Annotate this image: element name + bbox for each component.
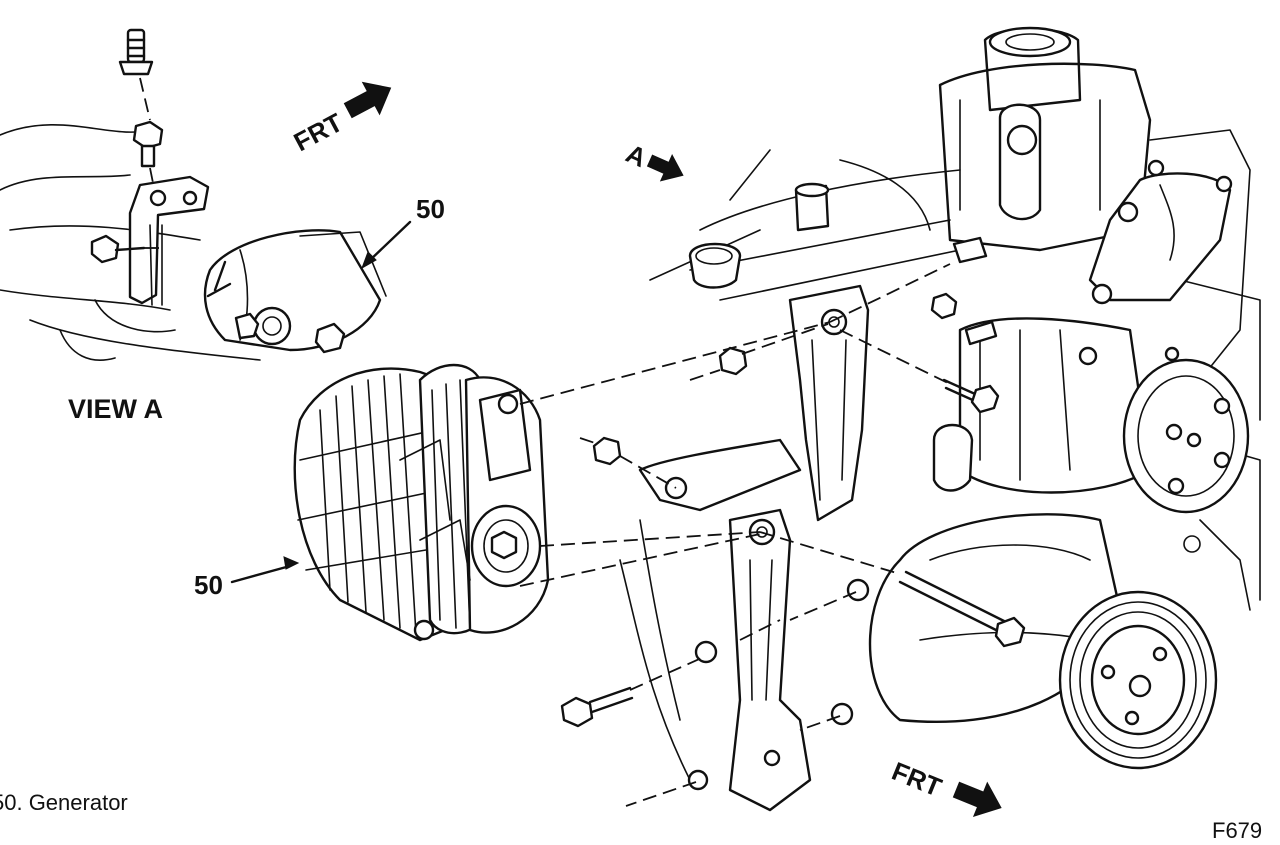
view-a-reference-label: A (622, 138, 652, 173)
rear-brace (619, 508, 870, 812)
view-a-title: VIEW A (68, 394, 163, 424)
front-arrow-lower-label: FRT (888, 756, 946, 803)
generator-callout: 50 (194, 556, 300, 600)
long-bolt-icon (898, 570, 1026, 648)
upper-nut-icon (718, 346, 748, 376)
ac-compressor (932, 317, 1250, 514)
legend-generator: 50. Generator (0, 790, 128, 815)
generator-callout-label: 50 (194, 570, 223, 600)
view-a-generator (203, 229, 387, 354)
view-a-callout: 50 (361, 194, 445, 270)
view-a-callout-label: 50 (416, 194, 445, 224)
lower-bolt-icon (560, 686, 634, 728)
view-a-bracket (128, 175, 210, 306)
fasteners (519, 236, 1026, 807)
front-mounting-bracket (638, 284, 870, 522)
figure-id: F679 (1212, 818, 1262, 840)
side-bolt-icon (90, 234, 160, 264)
upper-right-fitting (1088, 159, 1233, 305)
view-a-inset: 50 VIEW A (0, 28, 445, 424)
head-stud-icon (930, 236, 998, 346)
view-a-reference-icon (646, 154, 684, 182)
spacer-icon (592, 436, 622, 466)
front-arrow-upper-label: FRT (289, 107, 348, 157)
view-a-reference: A (622, 138, 684, 182)
generator (293, 363, 550, 642)
stud-bolt-icon (118, 28, 154, 121)
front-arrow-upper-icon (343, 81, 392, 119)
water-pump-pulley (868, 513, 1218, 770)
front-arrow-upper: FRT (289, 81, 392, 157)
pivot-bolt-icon (942, 378, 1000, 414)
front-arrow-lower: FRT (888, 756, 1002, 817)
engine-block (649, 26, 1261, 611)
nut-icon (132, 120, 164, 189)
front-arrow-lower-icon (952, 781, 1002, 817)
